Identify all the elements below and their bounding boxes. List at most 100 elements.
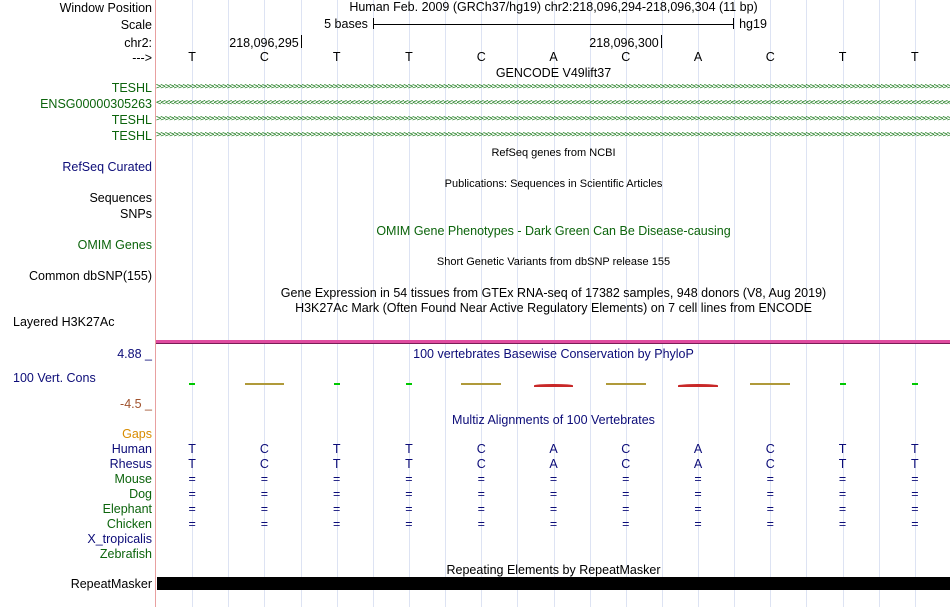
- rhesus-base: T: [838, 457, 847, 471]
- elephant-match: =: [549, 502, 558, 516]
- conservation-mark: [533, 384, 574, 387]
- gene-label-teshl-3[interactable]: TESHL: [111, 129, 152, 143]
- gridline: [806, 0, 808, 607]
- dog-match: =: [694, 487, 702, 501]
- sequences-label[interactable]: Sequences: [89, 191, 152, 205]
- rhesus-base: C: [476, 457, 486, 471]
- species-label-mouse[interactable]: Mouse: [114, 472, 152, 486]
- conservation-mark: [189, 383, 196, 385]
- conservation-mark: [839, 383, 846, 385]
- chicken-match: =: [405, 517, 413, 531]
- gridline: [192, 0, 194, 607]
- track-image[interactable]: Human Feb. 2009 (GRCh37/hg19) chr2:218,0…: [155, 0, 950, 607]
- gene-label-teshl-1[interactable]: TESHL: [111, 81, 152, 95]
- species-label-dog[interactable]: Dog: [129, 487, 152, 501]
- base-cell: T: [332, 50, 341, 64]
- human-base: A: [693, 442, 703, 456]
- position-label-1: 218,096,295: [229, 36, 299, 50]
- gene-track-ensg[interactable]: <<<<<<<<<<<<<<<<<<<<<<<<<<<<<<<<<<<<<<<<…: [156, 98, 950, 108]
- gene-label-ensg[interactable]: ENSG00000305263: [40, 97, 152, 111]
- rhesus-base: C: [765, 457, 775, 471]
- dbsnp-title: Short Genetic Variants from dbSNP releas…: [436, 256, 671, 268]
- rhesus-base: T: [911, 457, 919, 471]
- chrom-label[interactable]: chr2:: [124, 36, 152, 50]
- dbsnp-label[interactable]: Common dbSNP(155): [29, 269, 152, 283]
- human-base: C: [765, 442, 775, 456]
- human-base: T: [911, 442, 919, 456]
- gene-track-teshl-2[interactable]: >>>>>>>>>>>>>>>>>>>>>>>>>>>>>>>>>>>>>>>>…: [156, 114, 950, 124]
- omim-label[interactable]: OMIM Genes: [77, 238, 152, 252]
- species-label-zebrafish[interactable]: Zebrafish: [99, 547, 152, 561]
- gridline: [878, 0, 880, 607]
- snps-label[interactable]: SNPs: [120, 207, 152, 221]
- species-label-human[interactable]: Human: [111, 442, 152, 456]
- position-tick-1: [301, 35, 302, 48]
- mouse-match: =: [838, 472, 847, 486]
- h3k27ac-title: H3K27Ac Mark (Often Found Near Active Re…: [295, 301, 812, 315]
- publications-title: Publications: Sequences in Scientific Ar…: [444, 178, 663, 190]
- base-cell: A: [693, 50, 703, 64]
- strand-label[interactable]: --->: [132, 51, 152, 65]
- human-base: C: [259, 442, 269, 456]
- refseq-label[interactable]: RefSeq Curated: [62, 160, 152, 174]
- track-labels: Window Position Scale chr2: ---> TESHL E…: [0, 0, 155, 607]
- chicken-match: =: [838, 517, 847, 531]
- dog-match: =: [188, 487, 196, 501]
- gridline: [734, 0, 736, 607]
- species-label-elephant[interactable]: Elephant: [102, 502, 152, 516]
- scale-label[interactable]: Scale: [120, 18, 152, 32]
- dog-match: =: [405, 487, 413, 501]
- repeatmasker-label[interactable]: RepeatMasker: [70, 577, 152, 591]
- h3k27ac-signal-edge: [156, 343, 950, 344]
- gene-label-teshl-2[interactable]: TESHL: [111, 113, 152, 127]
- gridline: [517, 0, 519, 607]
- base-cell: T: [911, 50, 919, 64]
- conservation-mark: [461, 383, 502, 385]
- repeatmasker-title: Repeating Elements by RepeatMasker: [446, 563, 661, 577]
- elephant-match: =: [911, 502, 919, 516]
- elephant-match: =: [622, 502, 630, 516]
- dog-match: =: [622, 487, 630, 501]
- chicken-match: =: [622, 517, 630, 531]
- conservation-mark: [405, 383, 412, 385]
- species-label-xtropicalis[interactable]: X_tropicalis: [87, 532, 152, 546]
- scale-bar: [373, 24, 734, 25]
- gridline: [661, 0, 663, 607]
- rhesus-base: T: [332, 457, 341, 471]
- elephant-match: =: [333, 502, 341, 516]
- cons-track-label[interactable]: 100 Vert. Cons: [13, 371, 96, 385]
- h3k27ac-label[interactable]: Layered H3K27Ac: [13, 315, 115, 329]
- conservation-mark: [911, 383, 918, 385]
- rhesus-base: C: [621, 457, 631, 471]
- mouse-match: =: [622, 472, 630, 486]
- rhesus-base: A: [549, 457, 558, 471]
- species-label-chicken[interactable]: Chicken: [106, 517, 152, 531]
- gene-track-teshl-1[interactable]: >>>>>>>>>>>>>>>>>>>>>>>>>>>>>>>>>>>>>>>>…: [156, 82, 950, 92]
- repeatmasker-element[interactable]: [157, 577, 950, 590]
- human-base: T: [332, 442, 341, 456]
- species-label-rhesus[interactable]: Rhesus: [109, 457, 152, 471]
- mouse-match: =: [477, 472, 485, 486]
- mouse-match: =: [333, 472, 341, 486]
- gene-track-teshl-3[interactable]: >>>>>>>>>>>>>>>>>>>>>>>>>>>>>>>>>>>>>>>>…: [156, 130, 950, 140]
- multiz-title: Multiz Alignments of 100 Vertebrates: [452, 413, 655, 427]
- conservation-mark: [333, 383, 340, 385]
- dog-match: =: [911, 487, 919, 501]
- mouse-match: =: [405, 472, 413, 486]
- cons-min-label: -4.5 _: [120, 397, 152, 411]
- base-cell: C: [259, 50, 269, 64]
- elephant-match: =: [766, 502, 774, 516]
- elephant-match: =: [838, 502, 847, 516]
- window-position-label[interactable]: Window Position: [59, 1, 152, 15]
- gridline: [336, 0, 338, 607]
- mouse-match: =: [260, 472, 269, 486]
- gaps-label[interactable]: Gaps: [122, 427, 152, 441]
- gridline: [408, 0, 410, 607]
- dog-match: =: [260, 487, 269, 501]
- mouse-match: =: [694, 472, 702, 486]
- base-cell: T: [188, 50, 196, 64]
- window-position-text: Human Feb. 2009 (GRCh37/hg19) chr2:218,0…: [349, 0, 758, 14]
- chicken-match: =: [911, 517, 919, 531]
- phylop-title: 100 vertebrates Basewise Conservation by…: [413, 347, 694, 361]
- elephant-match: =: [260, 502, 269, 516]
